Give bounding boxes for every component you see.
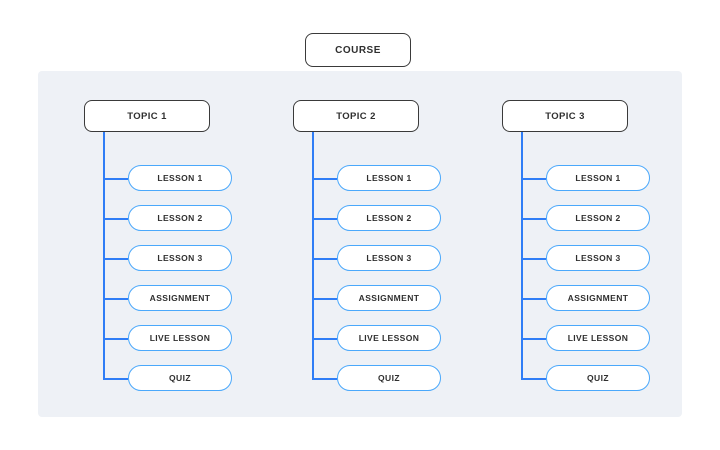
lesson-node: LESSON 3 xyxy=(128,245,232,271)
connector-horizontal xyxy=(522,298,546,300)
connector-horizontal xyxy=(522,178,546,180)
live-lesson-node: LIVE LESSON xyxy=(546,325,650,351)
connector-horizontal xyxy=(313,178,337,180)
lesson-node: LESSON 2 xyxy=(337,205,441,231)
lesson-node: LESSON 3 xyxy=(337,245,441,271)
connector-horizontal xyxy=(104,298,128,300)
connector-horizontal xyxy=(522,338,546,340)
live-lesson-node: LIVE LESSON xyxy=(337,325,441,351)
assignment-node: ASSIGNMENT xyxy=(337,285,441,311)
topic-column-1: TOPIC 1 LESSON 1 LESSON 2 LESSON 3 ASSIG… xyxy=(84,100,234,392)
quiz-node: QUIZ xyxy=(128,365,232,391)
connector-horizontal xyxy=(522,378,546,380)
topic-column-2: TOPIC 2 LESSON 1 LESSON 2 LESSON 3 ASSIG… xyxy=(293,100,443,392)
connector-horizontal xyxy=(313,298,337,300)
lesson-node: LESSON 1 xyxy=(337,165,441,191)
assignment-node: ASSIGNMENT xyxy=(128,285,232,311)
diagram-panel: TOPIC 1 LESSON 1 LESSON 2 LESSON 3 ASSIG… xyxy=(38,71,682,417)
lesson-node: LESSON 2 xyxy=(128,205,232,231)
topic-node: TOPIC 3 xyxy=(502,100,628,132)
connector-horizontal xyxy=(522,258,546,260)
topic-column-3: TOPIC 3 LESSON 1 LESSON 2 LESSON 3 ASSIG… xyxy=(502,100,652,392)
connector-horizontal xyxy=(104,218,128,220)
lesson-node: LESSON 1 xyxy=(128,165,232,191)
connector-horizontal xyxy=(313,258,337,260)
connector-vertical xyxy=(312,132,314,380)
quiz-node: QUIZ xyxy=(546,365,650,391)
connector-horizontal xyxy=(104,338,128,340)
connector-vertical xyxy=(103,132,105,380)
connector-horizontal xyxy=(313,338,337,340)
connector-horizontal xyxy=(313,378,337,380)
topic-node: TOPIC 2 xyxy=(293,100,419,132)
connector-horizontal xyxy=(104,258,128,260)
connector-horizontal xyxy=(313,218,337,220)
lesson-node: LESSON 3 xyxy=(546,245,650,271)
connector-vertical xyxy=(521,132,523,380)
live-lesson-node: LIVE LESSON xyxy=(128,325,232,351)
connector-horizontal xyxy=(104,378,128,380)
course-node: COURSE xyxy=(305,33,411,67)
lesson-node: LESSON 2 xyxy=(546,205,650,231)
assignment-node: ASSIGNMENT xyxy=(546,285,650,311)
connector-horizontal xyxy=(522,218,546,220)
topic-node: TOPIC 1 xyxy=(84,100,210,132)
connector-horizontal xyxy=(104,178,128,180)
lesson-node: LESSON 1 xyxy=(546,165,650,191)
quiz-node: QUIZ xyxy=(337,365,441,391)
